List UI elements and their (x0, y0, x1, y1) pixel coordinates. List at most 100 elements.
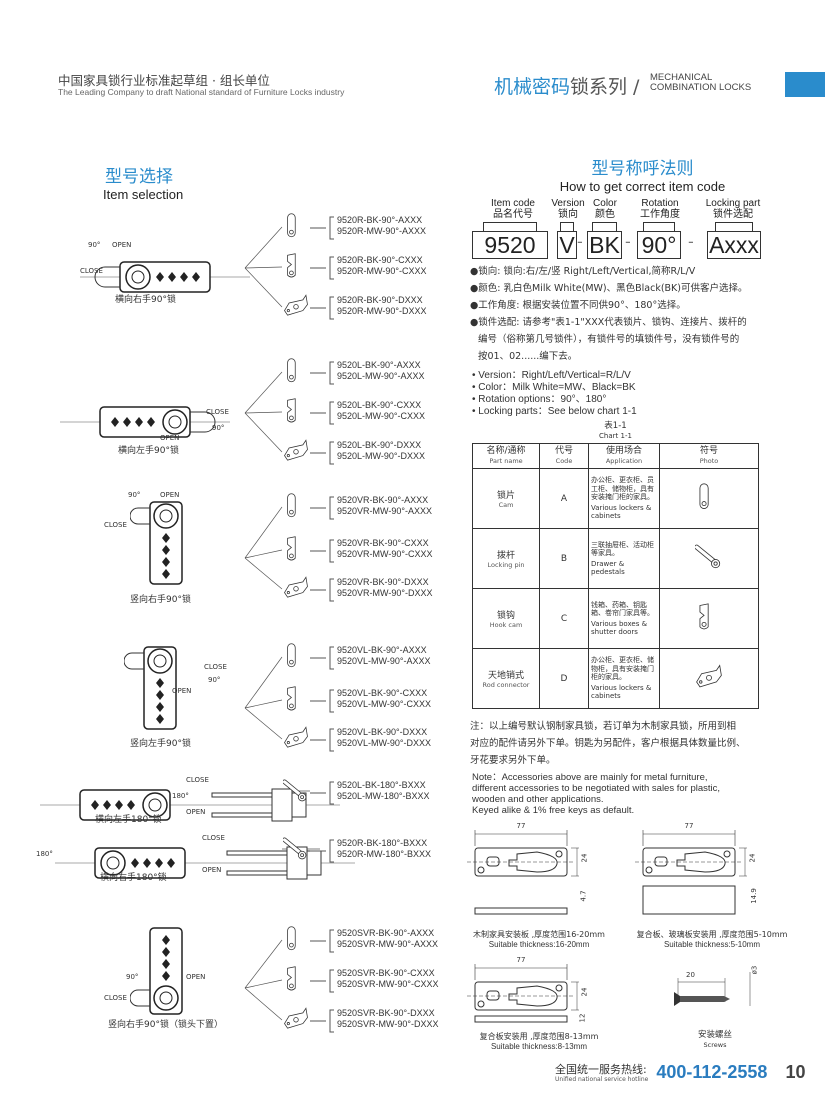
code-part-box: V (557, 231, 577, 259)
code-rule-heading: 型号称呼法则 How to get correct item code (460, 160, 825, 196)
rule-en: • Version：Right/Left/Vertical=R/L/V (472, 370, 631, 381)
photo-cell (659, 588, 759, 649)
screw-drawing (674, 972, 751, 1006)
code-part-bracket (643, 222, 675, 232)
item-selection-title-en: Item selection (103, 187, 184, 202)
item-code-bk: 9520SVR-BK-90°-AXXX (337, 928, 435, 938)
code-bracket (310, 839, 334, 863)
item-code-mw: 9520SVR-MW-90°-DXXX (337, 1019, 439, 1029)
plate-width: 77 (516, 822, 526, 830)
item-code-bk: 9520L-BK-90°-AXXX (337, 360, 421, 370)
angle-label: 90° (126, 973, 139, 981)
lock-drawing (80, 261, 250, 293)
code-dash: - (577, 232, 583, 251)
connector-lines (244, 371, 283, 453)
header-title-en-2: COMBINATION LOCKS (650, 82, 752, 93)
item-code-mw: 9520SVR-MW-90°-CXXX (337, 979, 439, 989)
hotline-label-cn: 全国统一服务热线: (555, 1062, 647, 1076)
plate-height: 24 (748, 853, 757, 863)
code-part-en: Rotation (641, 198, 679, 209)
code-bracket (310, 539, 334, 563)
item-code-bk: 9520VR-BK-90°-AXXX (337, 495, 429, 505)
part-hook (283, 684, 309, 718)
code-rules-en: • Version：Right/Left/Vertical=R/L/V • Co… (472, 370, 637, 418)
code-part-box: 9520 (472, 231, 548, 259)
code-part-en: Version (551, 198, 585, 209)
cam-icon (699, 483, 709, 509)
code-bracket (310, 929, 334, 953)
part-hook (283, 964, 309, 998)
code-bracket (310, 496, 334, 520)
header-org-en: The Leading Company to draft National st… (58, 87, 345, 97)
hook-icon (699, 603, 709, 630)
header-org-cn: 中国家具锁行业标准起草组 · 组长单位 (58, 73, 270, 88)
note-cn-line: 对应的配件请另外下单。钥匙为另配件，客户根据具体数量比例、 (470, 738, 746, 749)
code-part-box: BK (587, 231, 622, 259)
item-code-bk: 9520R-BK-90°-CXXX (337, 255, 423, 265)
code-bracket (310, 361, 334, 385)
item-code-bk: 9520L-BK-180°-BXXX (337, 780, 426, 790)
part-rod (283, 436, 309, 470)
lock-label: 竖向右手90°锁 (130, 595, 191, 605)
code-part-cn: 锁件选配 (713, 209, 753, 220)
application-cell: 三联抽屉柜、活动柜等家具。Drawer & pedestals (588, 528, 660, 589)
header-title-en-1: MECHANICAL (650, 72, 713, 83)
close-label: CLOSE (104, 994, 127, 1002)
part-rod (283, 291, 309, 325)
pin-icon (694, 544, 721, 569)
item-code-mw: 9520VL-MW-90°-DXXX (337, 738, 431, 748)
application-cell: 钱箱、药箱、钥匙箱、卷帘门家具等。Various boxes & shutter… (588, 588, 660, 649)
plate-thickness: 4.7 (579, 890, 588, 902)
code-dash: - (688, 232, 694, 251)
header-accent-bar (785, 72, 825, 97)
mounting-plate-drawing (635, 830, 747, 915)
rod-icon (284, 576, 308, 598)
code-bracket (310, 781, 334, 805)
plate-thickness: 14.9 (749, 888, 758, 904)
item-code-bk: 9520SVR-BK-90°-DXXX (337, 1008, 435, 1018)
lock-drawing (129, 501, 183, 585)
open-label: OPEN (202, 866, 222, 874)
page-number: 10 (785, 1062, 806, 1082)
hook-icon (287, 398, 296, 423)
note-en: Note：Accessories above are mainly for me… (472, 772, 720, 816)
mounting-plate-drawing (467, 964, 579, 1023)
rule-cn: 按01、02......编下去。 (478, 351, 578, 362)
note-cn-line: 牙花要求另外下单。 (470, 755, 556, 766)
part-code-cell: B (539, 528, 589, 589)
pin-icon (282, 837, 307, 860)
part-hook (283, 534, 309, 568)
item-code-mw: 9520L-MW-90°-CXXX (337, 411, 425, 421)
item-code-mw: 9520SVR-MW-90°-AXXX (337, 939, 438, 949)
item-code-bk: 9520R-BK-90°-DXXX (337, 295, 423, 305)
screw-length: 20 (686, 971, 695, 979)
item-code-bk: 9520L-BK-90°-CXXX (337, 400, 422, 410)
rule-cn: ●锁件选配: 请参考"表1-1"XXX代表锁片、锁钩、连接片、拨杆的 (470, 317, 747, 328)
code-part-cn: 颜色 (595, 209, 615, 220)
code-rule-title-en: How to get correct item code (559, 179, 726, 194)
lock-label: 竖向左手90°锁 (130, 739, 191, 749)
close-label: CLOSE (80, 267, 103, 275)
plate-caption-cn: 复合板、玻璃板安装用 ,厚度范围5-10mm (636, 930, 788, 939)
footer: 全国统一服务热线: Unified national service hotli… (555, 1062, 805, 1083)
connector-lines (244, 939, 283, 1021)
open-label: OPEN (160, 434, 180, 442)
rule-cn: ●锁向: 锁向:右/左/竖 Right/Left/Vertical,简称R/L/… (470, 266, 696, 277)
plate-width: 77 (516, 956, 526, 964)
part-pin (282, 776, 309, 810)
code-part-en: Locking part (705, 198, 761, 209)
